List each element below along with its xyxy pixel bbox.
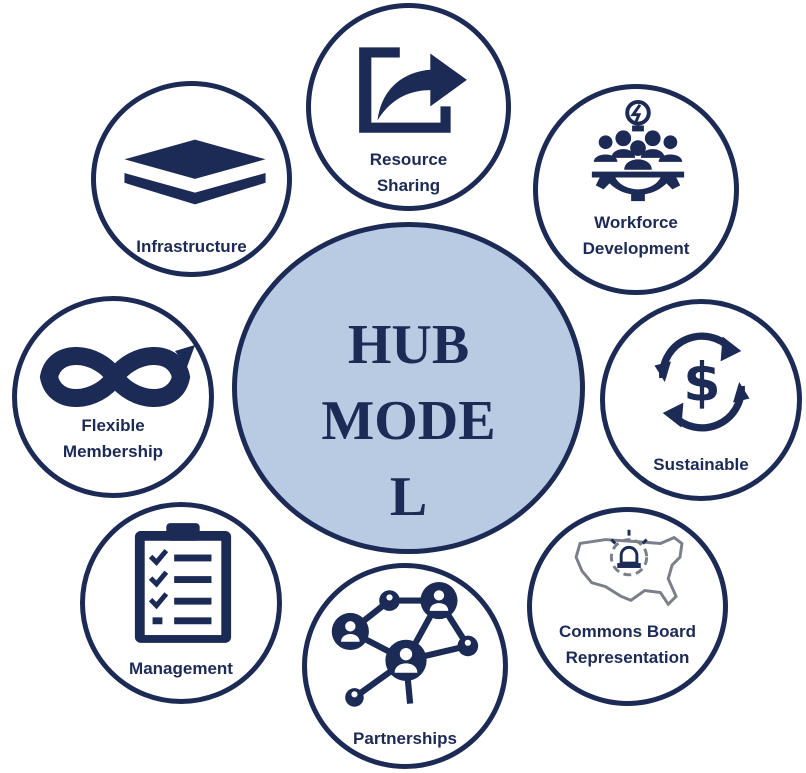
node-workforce-development: Workforce Development [533, 84, 739, 295]
node-label-infrastructure: Infrastructure [136, 237, 247, 256]
node-label-resource-sharing-1: Resource [369, 150, 448, 169]
node-partnerships: Partnerships [302, 563, 508, 769]
hub-circle: HUB MODE L [232, 222, 585, 554]
svg-text:$: $ [683, 351, 720, 414]
hub-title-line-1: HUB [347, 314, 470, 376]
node-commons-board: Commons Board Representation [527, 507, 728, 706]
node-label-workforce-2: Development [582, 239, 690, 258]
node-sustainable: $ Sustainable [600, 299, 802, 501]
hub-title: HUB MODE L [237, 307, 580, 535]
node-label-sustainable: Sustainable [653, 455, 749, 474]
hub-title-line-3: L [389, 466, 428, 528]
node-label-flexible-2: Membership [62, 442, 164, 461]
node-resource-sharing: Resource Sharing [306, 3, 511, 211]
node-infrastructure: Infrastructure [91, 81, 292, 277]
clipboard-checklist-icon [134, 523, 232, 643]
team-meeting-icon [591, 99, 685, 202]
network-people-icon [331, 582, 479, 707]
hub-title-line-2: MODE [321, 390, 496, 452]
node-label-flexible-1: Flexible [81, 416, 145, 435]
infinity-icon [39, 345, 195, 407]
share-arrow-icon [359, 47, 467, 133]
recycle-dollar-icon: $ [654, 332, 750, 432]
node-label-commons-2: Representation [565, 648, 690, 667]
node-label-management: Management [129, 659, 233, 678]
us-map-alert-icon [574, 529, 684, 607]
node-management: Management [80, 502, 282, 704]
node-label-resource-sharing-2: Sharing [376, 176, 441, 195]
node-label-workforce-1: Workforce [594, 213, 678, 232]
node-flexible-membership: Flexible Membership [12, 296, 214, 498]
node-label-commons-1: Commons Board [559, 622, 696, 641]
node-label-partnerships: Partnerships [353, 729, 457, 748]
layers-icon [124, 139, 266, 205]
